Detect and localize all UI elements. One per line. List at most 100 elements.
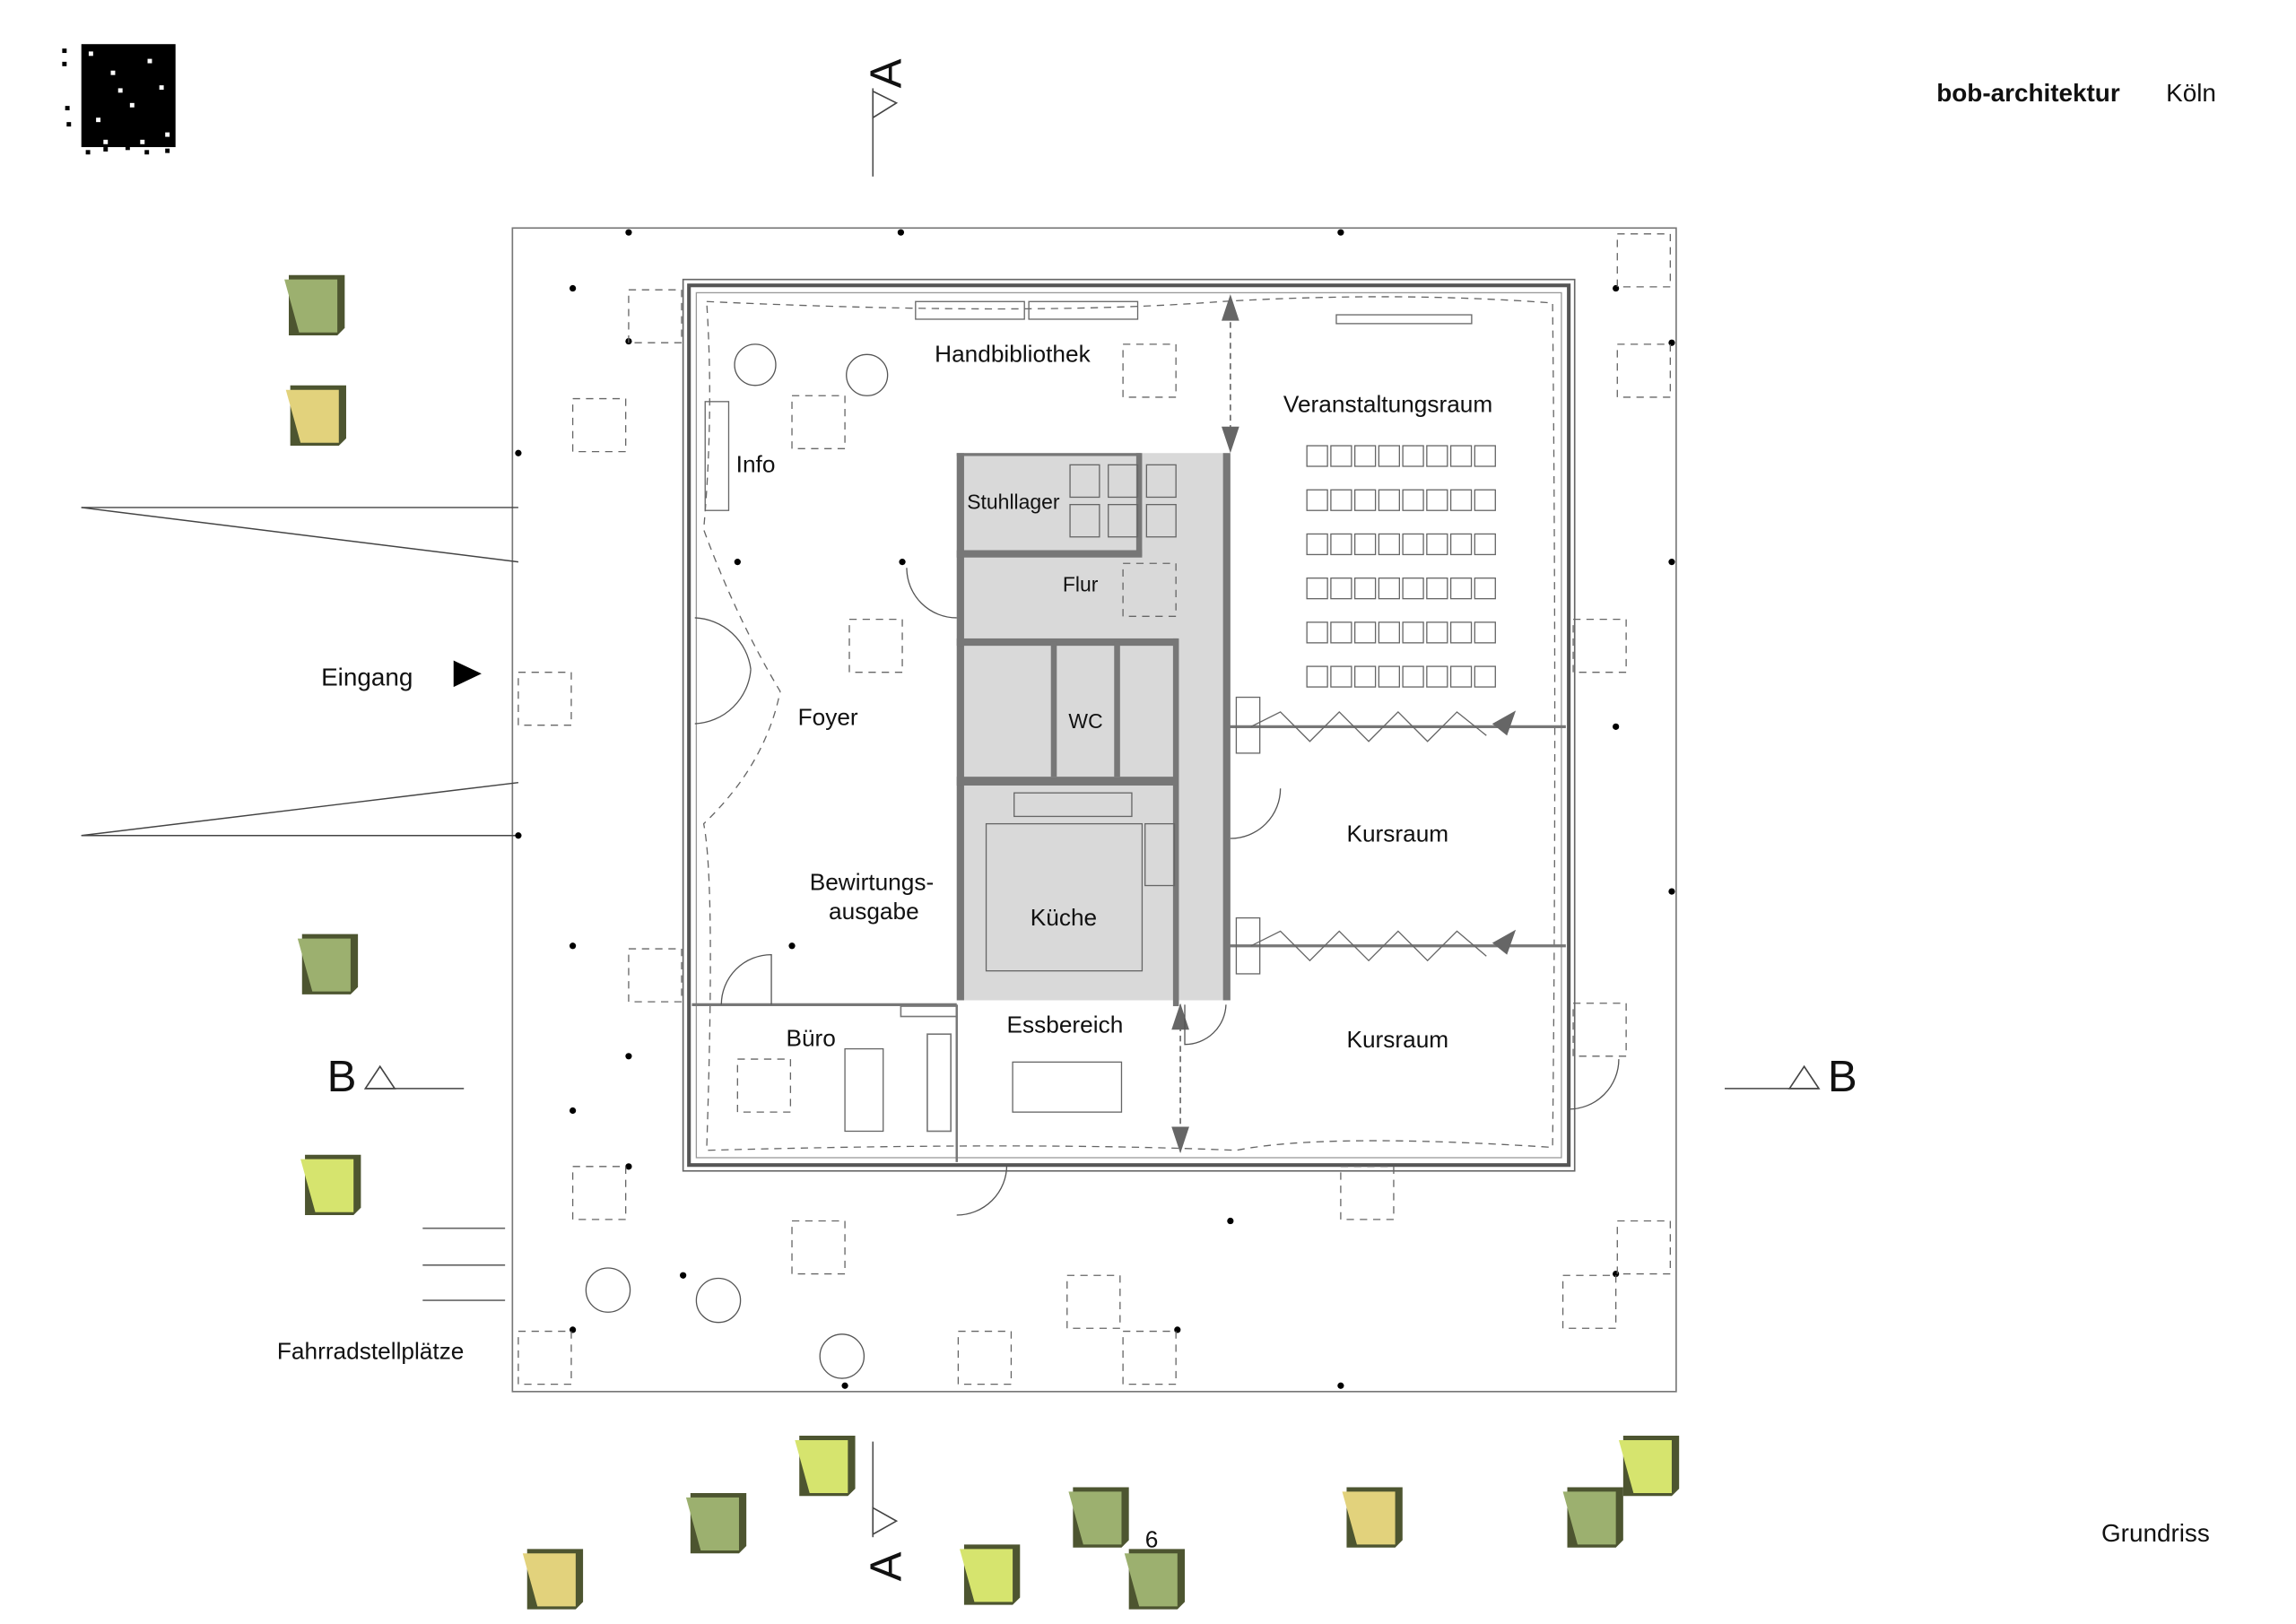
logo-speckle [66, 122, 72, 127]
partition-arrow-icon [1492, 929, 1517, 955]
service-core [956, 453, 1231, 1007]
chair [1474, 621, 1496, 644]
logo-speckle [147, 58, 152, 64]
room-label-kitchen: Küche [1031, 904, 1097, 931]
room-label-corridor: Flur [1063, 572, 1099, 595]
logo-speckle [165, 132, 170, 137]
tree-icon [1618, 1436, 1680, 1497]
dashed-square [571, 1166, 627, 1220]
arrow-icon [1171, 1126, 1189, 1154]
tree-crown [1562, 1491, 1616, 1545]
column-dot [625, 1053, 632, 1060]
sheet-title: Grundriss [2101, 1519, 2210, 1547]
tree-icon [300, 1154, 361, 1215]
dashed-square [848, 618, 903, 673]
chair [1353, 621, 1377, 644]
tree-icon [1562, 1487, 1623, 1548]
office-desk [844, 1047, 884, 1133]
room-label-wc: WC [1068, 709, 1102, 733]
curtain-line [702, 296, 1556, 1151]
column-dot [897, 229, 905, 236]
column-dots [515, 229, 1675, 1389]
column-dot [899, 559, 906, 566]
room-label-dining: Essbereich [1007, 1012, 1124, 1038]
chair [1306, 578, 1328, 600]
firm-name: bob-architektur [1936, 79, 2120, 107]
tree-crown [1124, 1553, 1178, 1607]
room-label-event: Veranstaltungsraum [1283, 390, 1492, 417]
chair [1449, 533, 1473, 556]
chair [1449, 578, 1473, 600]
dashed-square [791, 1220, 846, 1275]
logo-speckle [129, 102, 135, 108]
tree-icon [960, 1544, 1021, 1605]
dashed-square [736, 1058, 792, 1113]
column-dot [1668, 339, 1675, 346]
bookshelf [1028, 300, 1139, 320]
chair [1402, 665, 1424, 688]
chair [1353, 665, 1377, 688]
arrow-icon [1222, 294, 1239, 321]
dining-table [1012, 1061, 1123, 1113]
tree-crown [1342, 1491, 1396, 1545]
chair [1449, 445, 1473, 467]
chair [1353, 578, 1377, 600]
logo-speckle [125, 145, 130, 151]
chair [1330, 665, 1352, 688]
partition-arrow-icon [1492, 710, 1517, 736]
svg-text:B: B [1828, 1052, 1857, 1101]
chair [1330, 621, 1352, 644]
column-dot [788, 942, 796, 950]
chair [1330, 489, 1352, 511]
column-dot [734, 559, 741, 566]
svg-text:B: B [327, 1052, 357, 1101]
logo-speckle [140, 139, 145, 144]
entrance-label: Eingang [321, 663, 413, 690]
chair [1353, 445, 1377, 467]
logo-speckle [88, 51, 93, 56]
site-boundary [511, 227, 1677, 1393]
column-dot [569, 1326, 577, 1333]
room-label-library: Handbibliothek [935, 341, 1091, 368]
logo-speckle [65, 106, 70, 111]
chair-stack [1069, 464, 1100, 499]
firm-city: Köln [2166, 79, 2216, 107]
chair-stack [1108, 504, 1139, 538]
chair [1378, 578, 1401, 600]
tree-icon [1342, 1487, 1403, 1548]
room-label-foyer: Foyer [798, 704, 858, 731]
room-label-service-1: Bewirtungs- [810, 868, 935, 895]
dashed-square [1616, 343, 1671, 398]
column-dot [569, 942, 577, 950]
dashed-planters [517, 233, 1671, 1385]
tree-icon [284, 274, 345, 336]
entrance-arrow-icon [453, 660, 482, 688]
chair [1426, 621, 1448, 644]
tree-crown [960, 1549, 1013, 1602]
dashed-square [1572, 618, 1627, 673]
chair [1378, 489, 1401, 511]
chair [1402, 578, 1424, 600]
chair [1306, 533, 1328, 556]
column-dot [1668, 559, 1675, 566]
logo-speckle [96, 117, 101, 123]
doors [694, 568, 1620, 1216]
chair [1378, 621, 1401, 644]
chair [1378, 665, 1401, 688]
column-dot [1668, 888, 1675, 895]
dashed-square [791, 395, 846, 449]
logo-speckle [165, 148, 170, 153]
tree-icon [297, 934, 359, 994]
column-dot [625, 1163, 632, 1170]
chair-stack [1069, 504, 1100, 538]
column-dot [1613, 723, 1620, 730]
chair [1402, 621, 1424, 644]
chair [1306, 489, 1328, 511]
tree-crown [297, 938, 351, 992]
dashed-square [1616, 233, 1671, 288]
tree-icon [685, 1493, 747, 1554]
chair-stack [1145, 504, 1177, 538]
column-dot [1227, 1217, 1234, 1225]
stage-screen [1335, 314, 1473, 325]
chair [1402, 533, 1424, 556]
